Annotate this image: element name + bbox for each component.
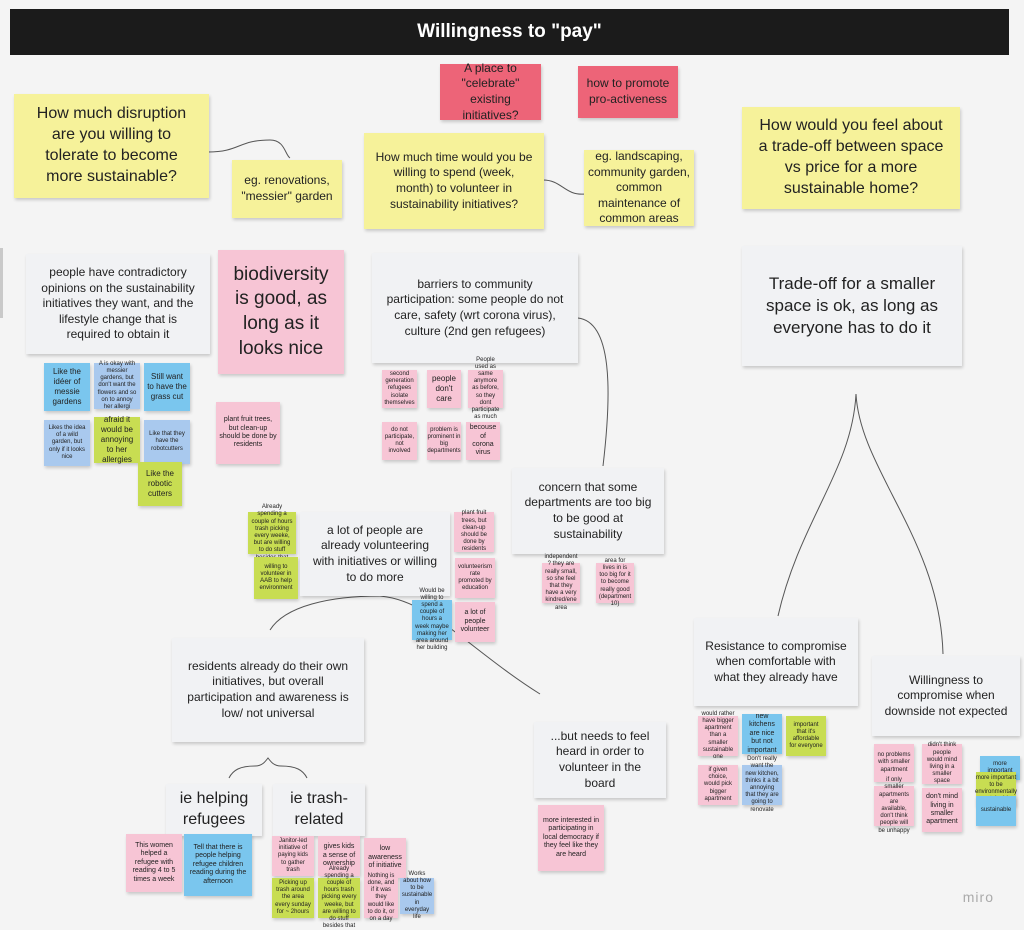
sticky-robotcutters[interactable]: Like that they have the robotcutters (144, 420, 190, 464)
sticky-bigger-apartment[interactable]: would rather have bigger apartment than … (698, 711, 738, 760)
sticky-works-about[interactable]: Works about how to be sustainable in eve… (400, 870, 434, 920)
connector-split-left (777, 393, 857, 617)
board-title: Willingness to "pay" (10, 9, 1009, 55)
sticky-dont-think-mind[interactable]: didn't think people would mind living in… (922, 742, 962, 784)
sticky-resistance[interactable]: Resistance to compromise when comfortabl… (694, 618, 858, 706)
sticky-sense-ownership[interactable]: gives kids a sense of ownership (318, 836, 360, 876)
sticky-trash-related[interactable]: ie trash-related (273, 784, 365, 836)
sticky-proactive[interactable]: how to promote pro-activeness (578, 66, 678, 118)
sticky-dont-mind[interactable]: don't mind living in smaller apartment (922, 788, 962, 832)
sticky-spend-hours[interactable]: Would be willing to spend a couple of ho… (412, 588, 452, 651)
offscreen-note-edge (0, 248, 3, 318)
sticky-volunteering[interactable]: a lot of people are already volunteering… (300, 512, 450, 596)
sticky-lot-volunteer[interactable]: a lot of people volunteer (455, 602, 495, 642)
sticky-willing-aab[interactable]: willing to volunteer in AAB to help envi… (254, 557, 298, 599)
sticky-independent[interactable]: independent ? they are really small, so … (542, 554, 580, 611)
sticky-area-too-big[interactable]: area for lives in is too big for it to b… (596, 558, 634, 607)
connector-barriers-concern (577, 317, 609, 467)
question-disruption[interactable]: How much disruption are you willing to t… (14, 94, 209, 198)
sticky-nothing-is-done[interactable]: Nothing is done, and if it was they woul… (364, 873, 398, 922)
sticky-not-participate[interactable]: do not participate, not involved (382, 422, 417, 460)
sticky-barriers[interactable]: barriers to community participation: som… (372, 253, 578, 363)
sticky-given-choice[interactable]: if given choice, would pick bigger apart… (698, 765, 738, 805)
sticky-dont-want-kitchen[interactable]: Don't really want the new kitchen, think… (742, 756, 782, 813)
miro-watermark: miro (962, 889, 994, 905)
sticky-willingness-compromise[interactable]: Willingness to compromise when downside … (872, 656, 1020, 736)
sticky-no-problems[interactable]: no problems with smaller apartment (874, 744, 914, 782)
sticky-concern[interactable]: concern that some departments are too bi… (512, 468, 664, 554)
sticky-affordable[interactable]: important that it's affordable for every… (786, 716, 826, 756)
sticky-tradeoff-ok[interactable]: Trade-off for a smaller space is ok, as … (742, 246, 962, 366)
question-tradeoff[interactable]: How would you feel about a trade-off bet… (742, 107, 960, 209)
sticky-woman-helped[interactable]: This women helped a refugee with reading… (126, 834, 182, 892)
sticky-local-democracy[interactable]: more interested in participating in loca… (538, 805, 604, 871)
connector-time-eg (542, 179, 586, 195)
sticky-janitor[interactable]: Janitor-led initiative of paying kids to… (272, 836, 314, 876)
sticky-residents[interactable]: residents already do their own initiativ… (172, 638, 364, 742)
sticky-helping-refugees[interactable]: ie helping refugees (166, 784, 262, 836)
sticky-grass-cut[interactable]: Still want to have the grass cut (144, 363, 190, 411)
connector-split-right (855, 393, 944, 655)
connector-volunteer-heard (379, 595, 541, 695)
sticky-corona[interactable]: becouse of corona virus (466, 422, 500, 460)
sticky-eg-landscaping[interactable]: eg. landscaping, community garden, commo… (584, 149, 694, 226)
sticky-robotic[interactable]: Like the robotic cutters (138, 462, 182, 506)
sticky-celebrate[interactable]: A place to "celebrate" existing initiati… (440, 61, 541, 122)
sticky-needs-heard[interactable]: ...but needs to feel heard in order to v… (534, 722, 666, 798)
sticky-low-awareness[interactable]: low awareness of initiative (364, 838, 406, 878)
question-time[interactable]: How much time would you be willing to sp… (364, 133, 544, 229)
sticky-dont-care[interactable]: people don't care (427, 370, 461, 408)
sticky-only-smaller[interactable]: if only smaller apartments are available… (874, 777, 914, 834)
connector-brace (228, 757, 308, 779)
sticky-already-spending2[interactable]: Already spending a couple of hours trash… (318, 866, 360, 929)
sticky-people-used[interactable]: People used as same anymore as before, s… (468, 357, 503, 420)
connector-disruption-eg (207, 139, 291, 159)
sticky-fruit-trees[interactable]: plant fruit trees, but clean-up should b… (216, 402, 280, 464)
sticky-eg-renovations[interactable]: eg. renovations, "messier" garden (232, 160, 342, 218)
sticky-biodiversity[interactable]: biodiversity is good, as long as it look… (218, 250, 344, 374)
sticky-problem-big[interactable]: problem is prominent in big departments (427, 422, 461, 460)
sticky-picking-trash[interactable]: Picking up trash around the area every s… (272, 878, 314, 918)
sticky-wild-garden[interactable]: Likes the idea of a wild garden, but onl… (44, 420, 90, 466)
sticky-volunteerism[interactable]: volunteerism rate promoted by education (455, 558, 495, 598)
sticky-plant-fruit2[interactable]: plant fruit trees, but clean-up should b… (454, 510, 494, 552)
sticky-okay-wild[interactable]: A is okay with messier gardens, but don'… (94, 361, 140, 410)
sticky-already-spending[interactable]: Already spending a couple of hours trash… (248, 504, 296, 561)
sticky-messie[interactable]: Like the idéer of messie gardens (44, 363, 90, 411)
sticky-new-kitchens[interactable]: new kitchens are nice but not important (742, 713, 782, 754)
sticky-second-gen[interactable]: second generation refugees isolate thems… (382, 370, 417, 408)
sticky-contradictory[interactable]: people have contradictory opinions on th… (26, 254, 210, 354)
sticky-sustainable[interactable]: sustainable (976, 796, 1016, 826)
sticky-allergies[interactable]: afraid it would be annoying to her aller… (94, 415, 140, 464)
sticky-tell-people[interactable]: Tell that there is people helping refuge… (184, 834, 252, 896)
connector-volunteer-residents (269, 595, 381, 631)
